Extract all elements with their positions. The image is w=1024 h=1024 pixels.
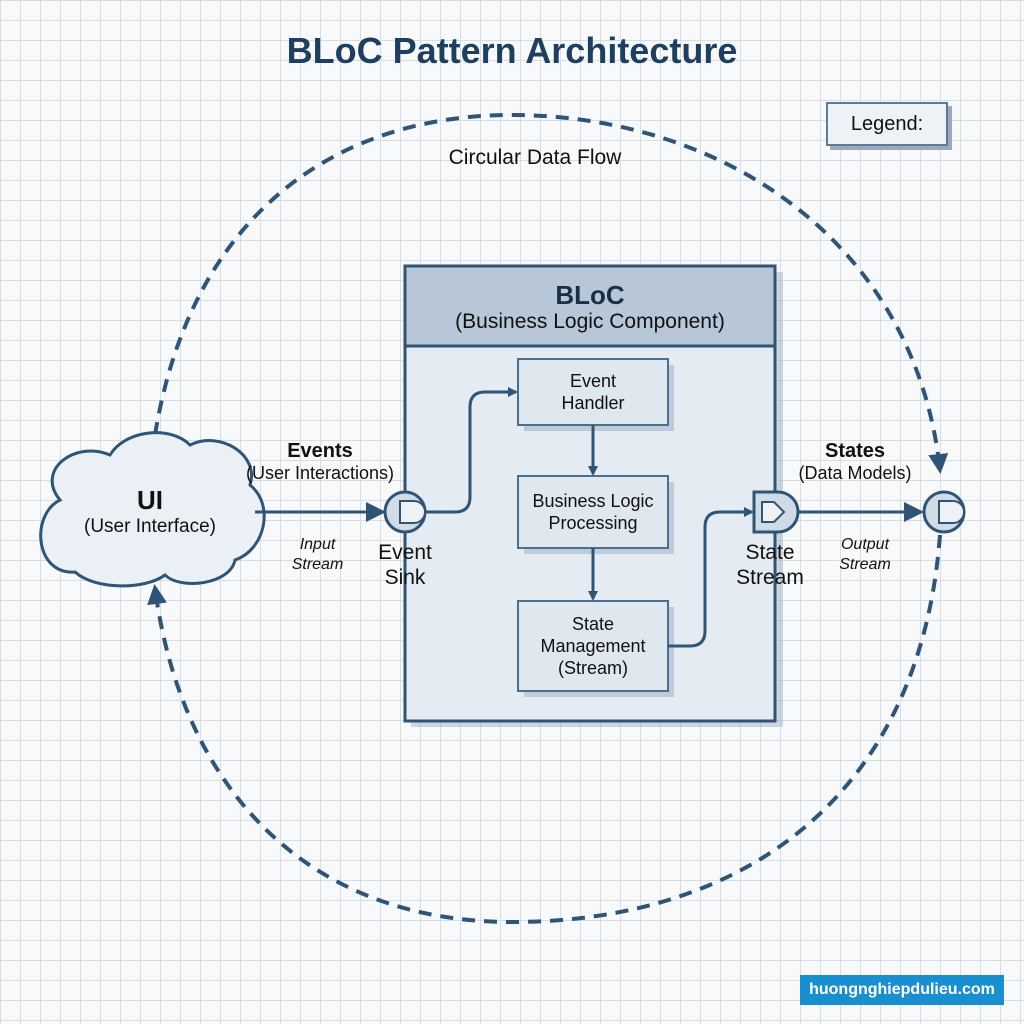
circular-flow-label: Circular Data Flow [448,146,622,169]
legend-label: Legend: [850,112,924,135]
business-logic-label: Business Logic Processing [532,491,654,533]
page-title: BLoC Pattern Architecture [286,30,738,71]
bloc-subtitle: (Business Logic Component) [455,310,725,333]
state-management-label: State Management (Stream) [540,614,646,678]
state-stream-port [752,490,800,534]
state-stream-label: State Stream [736,541,804,589]
arrow-state-to-stream [668,507,754,648]
ui-subtitle: (User Interface) [84,516,216,537]
event-sink-port [383,490,427,534]
bloc-title: BLoC [555,280,625,310]
bloc-header [403,264,777,348]
watermark-text: huongnghiepdulieu.com [809,981,995,998]
circular-flow-top-arc [153,112,949,474]
states-subtitle: (Data Models) [798,463,912,483]
output-stream-label: Output Stream [839,536,891,573]
event-sink-label: Event Sink [378,541,432,589]
event-handler-label: Event Handler [561,371,625,413]
event-handler-box [517,358,669,426]
input-stream-label: Input Stream [291,536,344,573]
events-title: Events [287,440,353,462]
output-stream-port [922,490,966,534]
events-subtitle: (User Interactions) [245,463,395,483]
arrow-sink-to-handler [425,387,518,514]
watermark-badge[interactable]: huongnghiepdulieu.com [800,975,1004,1005]
circular-flow-bottom-arc [147,534,942,925]
states-title: States [824,440,886,462]
ui-cloud [39,431,266,588]
business-logic-box [517,475,669,549]
ui-title: UI [137,485,163,515]
legend-box: Legend: [826,102,948,146]
